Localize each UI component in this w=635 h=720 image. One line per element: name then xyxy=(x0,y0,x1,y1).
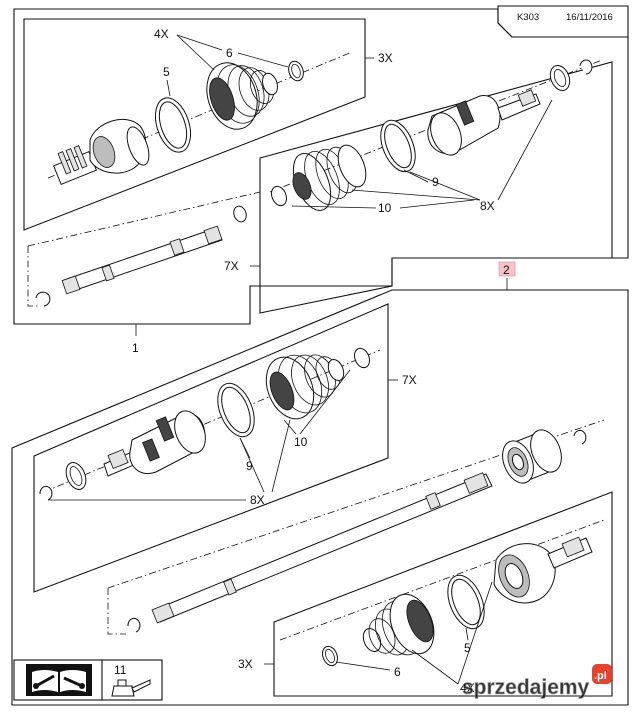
mid-part-8x: 8X xyxy=(250,493,265,507)
top-part-4x: 4X xyxy=(154,27,169,41)
outer-kit-qty: 3X xyxy=(378,51,393,65)
mid-part-10: 10 xyxy=(294,435,308,449)
drive-shaft-bottom xyxy=(151,472,493,624)
small-clamp-top xyxy=(288,60,304,82)
outer-joint-kit-frame xyxy=(23,18,366,231)
drive-shaft-top xyxy=(61,225,223,295)
inner-boot-top xyxy=(292,144,367,211)
support-bearing xyxy=(502,429,562,484)
top-part-6: 6 xyxy=(226,46,233,60)
diagram-date: 16/11/2016 xyxy=(566,12,613,23)
diagram-code: K303 xyxy=(517,12,539,23)
watermark-text: sprzedajemy xyxy=(462,676,590,699)
top-part-5: 5 xyxy=(163,65,170,79)
bottom-part-6: 6 xyxy=(394,665,401,679)
bottom-kit-qty: 3X xyxy=(238,657,253,671)
bottom-part-5: 5 xyxy=(464,641,471,655)
middle-joint-kit-frame xyxy=(33,303,389,593)
inner-kit-qty: 7X xyxy=(224,259,239,273)
bottom-outer-kit-frame xyxy=(273,491,613,697)
lubricant-can-icon xyxy=(111,679,151,697)
seal-ring-top xyxy=(549,64,571,92)
tripod-housing-top xyxy=(427,89,541,156)
callout-2-highlight xyxy=(498,261,516,277)
service-icons-box: 11 xyxy=(13,659,163,701)
assembly-2-frame xyxy=(11,289,629,706)
assembly-1-label: 1 xyxy=(132,341,139,355)
top-part-8x: 8X xyxy=(480,199,495,213)
cv-boot-bottom xyxy=(362,593,435,656)
outer-cv-joint-bottom xyxy=(493,536,593,604)
assembly-2-label: 2 xyxy=(503,263,510,277)
mid-part-9: 9 xyxy=(246,459,253,473)
top-part-10: 10 xyxy=(378,201,392,215)
middle-kit-qty: 7X xyxy=(402,373,417,387)
seal-ring-mid xyxy=(65,462,87,490)
inner-joint-kit-frame xyxy=(259,61,613,314)
watermark: sprzedajemy .pl xyxy=(462,664,612,699)
watermark-badge-text: .pl xyxy=(594,670,607,682)
manual-tools-icon xyxy=(26,664,92,696)
outer-cv-joint-top xyxy=(52,118,150,186)
small-clamp-mid xyxy=(354,347,370,369)
bottom-part-4x: 4X xyxy=(460,681,475,695)
inner-boot-mid xyxy=(265,354,345,420)
small-clamp-inner-top xyxy=(271,185,287,207)
cv-boot-top-left xyxy=(206,62,278,130)
small-clamp-bottom xyxy=(322,645,338,667)
tripod-housing-mid xyxy=(103,410,206,477)
header-tab: K303 16/11/2016 xyxy=(497,5,629,38)
watermark-badge xyxy=(592,664,612,684)
lubricant-ref-number: 11 xyxy=(114,663,127,677)
